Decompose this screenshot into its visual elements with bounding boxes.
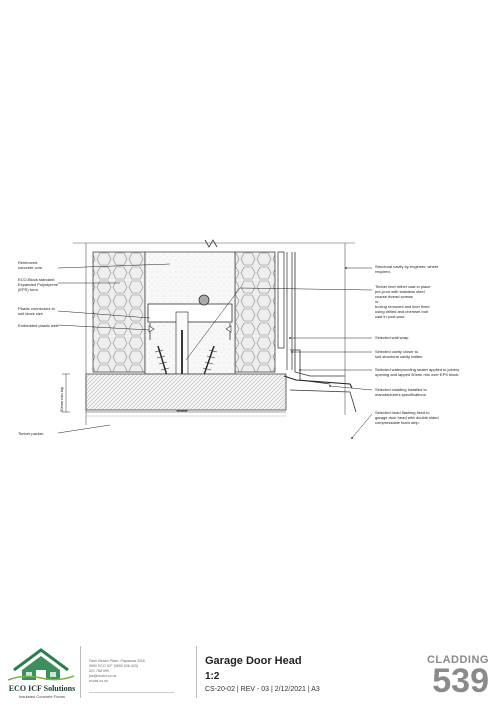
drawing-meta: CS-20-02 | REV - 03 | 2/12/2021 | A3 (205, 686, 320, 693)
label-head-flashing: Selected head flashing fixed to (375, 410, 430, 415)
leaders-left (57, 263, 171, 434)
eps-block-left (92, 251, 146, 373)
label-timber-liner-3: coarse thread screws (375, 294, 413, 299)
label-waterproofing: Selected waterproofing sealer applied to… (375, 367, 459, 372)
label-cavity-closer-2: suit structural cavity batten. (375, 354, 423, 359)
eps-block-right (234, 251, 276, 373)
label-eps: Expanded Polystyrene (18, 282, 59, 287)
cladding (289, 252, 357, 413)
contact-mobile: 021 768 999 (89, 669, 109, 673)
label-wall-wrap: Selected wall wrap. (375, 335, 409, 340)
drawing-scale: 1:2 (205, 671, 220, 682)
flashing (283, 375, 353, 389)
house-icon (7, 648, 75, 681)
company-logo: ECO ICF Solutions Insulated Concrete For… (4, 644, 78, 700)
label-head-flashing-2: garage door head with double sided (375, 415, 439, 420)
label-structural-cavity-2: required. (375, 269, 391, 274)
label-plastic-connectors: Plastic connectors to (18, 306, 56, 311)
company-name: ECO ICF Solutions (8, 684, 76, 693)
label-timber-liner-5: boxing removed and liner fixed (375, 304, 429, 309)
label-timber-liner-6: using drilled and chemset bolt (375, 309, 429, 314)
cavity-batten (277, 251, 293, 370)
timber-packer (85, 373, 287, 411)
contact-rule (89, 692, 174, 693)
leaders-right (185, 267, 373, 439)
label-timber-liner-4: or (375, 299, 379, 304)
contact-phone: 0800 ECO ICF (0800 326 423) (89, 664, 138, 668)
contact-address: Farm Beach Place, Papamoa 3118 (89, 659, 145, 663)
contact-email[interactable]: joe@ecoicf.co.nz (89, 674, 117, 678)
label-reinforced: Reinforced (18, 260, 37, 265)
leader-arrows (289, 267, 353, 439)
break-line (204, 239, 218, 248)
label-timber-packer: Timber packer. (18, 431, 44, 436)
contact-website[interactable]: ecoicf.co.nz (89, 679, 108, 683)
company-tagline: Insulated Concrete Forms (18, 694, 66, 699)
detail-drawing: 50mm min lap Reinforced concrete core. E… (18, 239, 460, 439)
label-cladding-2: manufacturers specifications. (375, 392, 427, 397)
dimension-lap (62, 373, 70, 413)
divider (80, 646, 81, 698)
title-block: ECO ICF Solutions Insulated Concrete For… (0, 640, 497, 705)
drawing-title: Garage Door Head (205, 655, 302, 667)
label-cavity-closer: Selected cavity closer to (375, 349, 419, 354)
label-timber-liner-7: cast in post-pour. (375, 314, 405, 319)
label-eco-block: ECO-Block standard (18, 277, 54, 282)
label-timber-liner-2: pre-pour with stainless steel (375, 289, 425, 294)
contact-block: Farm Beach Place, Papamoa 3118 0800 ECO … (89, 659, 189, 684)
label-plastic-web: Embedded plastic web. (18, 323, 59, 328)
label-concrete-core: concrete core. (18, 265, 43, 270)
label-waterproofing-2: opening and lapped 50mm min over EPS blo… (375, 372, 460, 377)
label-timber-liner: Timber liner either cast in place (375, 284, 431, 289)
dimension-label: 50mm min lap (59, 386, 64, 412)
label-cladding: Selected cladding installed to (375, 387, 428, 392)
web-arrow-left (148, 325, 155, 333)
label-structural-cavity: Structural cavity by engineer, where (375, 264, 439, 269)
section-category: CLADDING (426, 654, 489, 666)
label-head-flashing-3: compressable foam strip. (375, 420, 420, 425)
web-arrow-right (225, 325, 232, 333)
label-eps-form: (EPS) form. (18, 287, 39, 292)
label-suit-block: suit block size. (18, 311, 44, 316)
page-number: 539 (432, 662, 489, 700)
divider (196, 646, 197, 698)
